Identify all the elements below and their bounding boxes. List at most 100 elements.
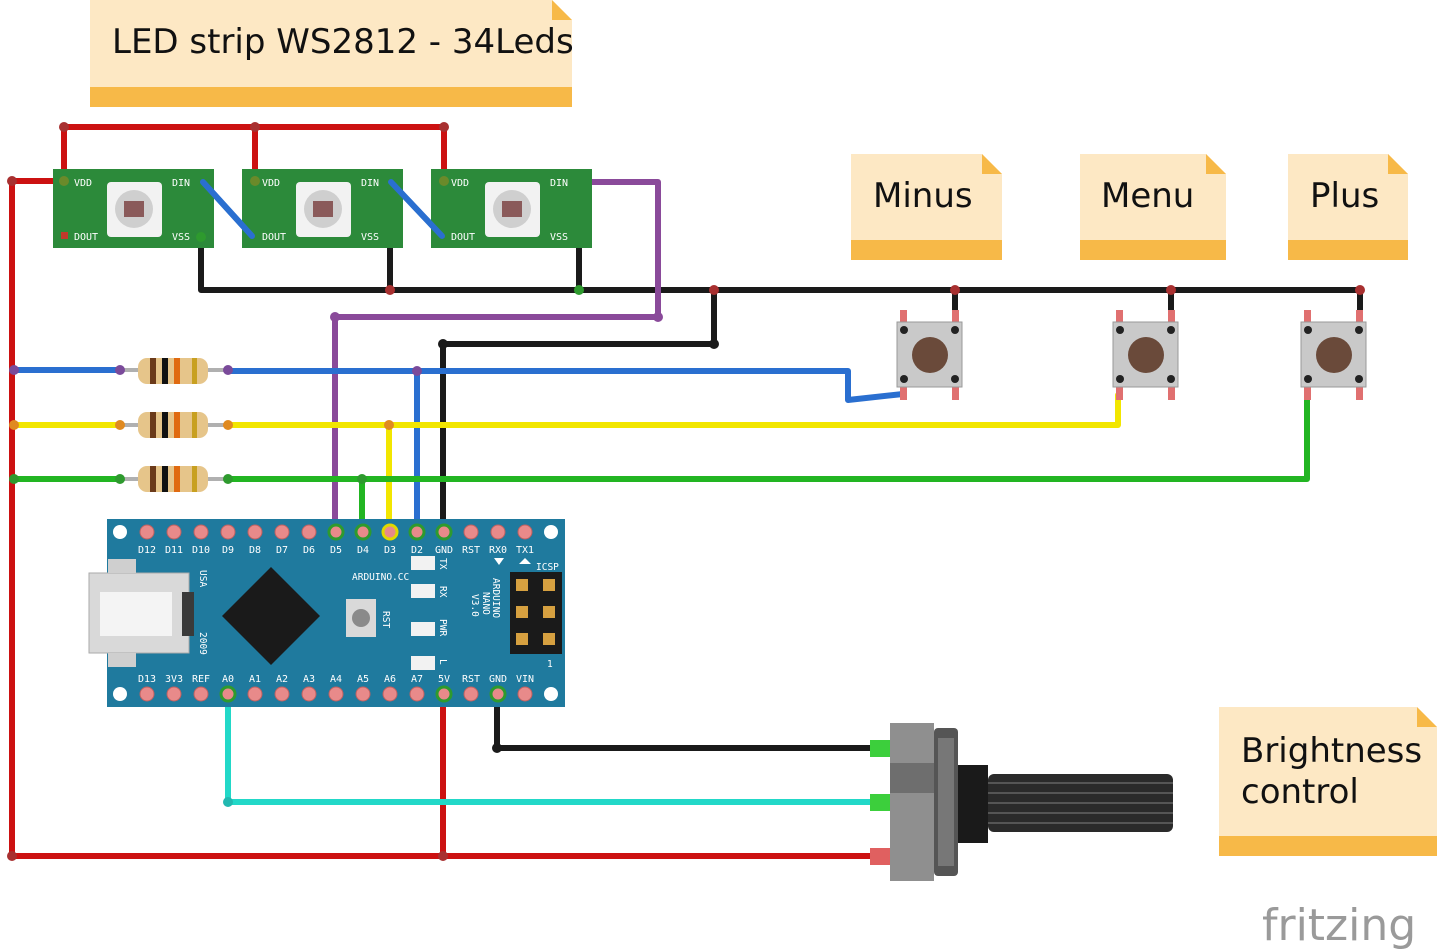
nano-top-pin-label: D9	[222, 545, 234, 556]
wire-yellow-menu[interactable]	[225, 392, 1121, 428]
nano-top-pin[interactable]	[166, 524, 182, 540]
nano-bottom-pin[interactable]	[219, 685, 237, 703]
arduino-nano[interactable]: ARDUINO.CC ICSP 1 ARDUINO NANO V3.0 USA …	[88, 519, 565, 707]
nano-bottom-pin-label: VIN	[516, 674, 534, 685]
nano-bottom-pin-label: GND	[489, 674, 507, 685]
nano-bottom-pin[interactable]	[489, 685, 507, 703]
nano-bottom-pin-label: 5V	[438, 674, 450, 685]
wire-blue-link1[interactable]	[200, 179, 255, 239]
nano-model-line1: ARDUINO	[490, 578, 501, 618]
note-brightness-line1: Brightness	[1241, 731, 1422, 771]
nano-top-pin-label: D8	[249, 545, 261, 556]
nano-top-pin[interactable]	[381, 523, 399, 541]
nano-bottom-pin[interactable]	[435, 685, 453, 703]
nano-bottom-pin[interactable]	[274, 686, 290, 702]
led3-vdd-label: VDD	[451, 178, 469, 189]
nano-bottom-pin-label: RST	[462, 674, 480, 685]
resistor-1[interactable]	[118, 358, 230, 384]
nano-bottom-pin[interactable]	[139, 686, 155, 702]
nano-bottom-pin-label: 3V3	[165, 674, 183, 685]
note-brightness-line2: control	[1241, 772, 1359, 812]
nano-bottom-pin-label: A5	[357, 674, 369, 685]
wire-black-gnd-bus[interactable]	[198, 234, 1363, 321]
nano-bottom-pin[interactable]	[382, 686, 398, 702]
led1-vdd-label: VDD	[74, 178, 92, 189]
nano-top-pin[interactable]	[435, 523, 453, 541]
nano-top-pin[interactable]	[354, 523, 372, 541]
nano-top-pin[interactable]	[274, 524, 290, 540]
led2-din-label: DIN	[361, 178, 379, 189]
nano-bottom-pin[interactable]	[166, 686, 182, 702]
nano-top-pin[interactable]	[490, 524, 506, 540]
wire-green-plus[interactable]	[225, 392, 1310, 482]
nano-bottom-pin-label: A4	[330, 674, 342, 685]
led-module-1[interactable]: VDD DIN DOUT VSS	[53, 169, 214, 248]
nano-top-pin[interactable]	[327, 523, 345, 541]
nano-top-pin-label: D11	[165, 545, 183, 556]
nano-top-pin-label: D4	[357, 545, 369, 556]
led2-vss-label: VSS	[361, 232, 379, 243]
led2-vdd-label: VDD	[262, 178, 280, 189]
wire-black-nano-gnd[interactable]	[440, 287, 717, 533]
led3-din-label: DIN	[550, 178, 568, 189]
nano-bottom-pin[interactable]	[193, 686, 209, 702]
nano-top-pin-label: D12	[138, 545, 156, 556]
nano-top-pin[interactable]	[408, 523, 426, 541]
note-minus-text: Minus	[873, 176, 973, 216]
nano-bottom-pin-label: REF	[192, 674, 210, 685]
led3-dout-label: DOUT	[451, 232, 475, 243]
nano-bottom-pin[interactable]	[301, 686, 317, 702]
nano-top-pin-label: RST	[462, 545, 480, 556]
nano-top-pin-label: D7	[276, 545, 288, 556]
note-menu[interactable]: Menu	[1080, 154, 1226, 260]
nano-bottom-pin-label: A0	[222, 674, 234, 685]
led1-dout-label: DOUT	[74, 232, 98, 243]
resistor-2[interactable]	[118, 412, 230, 438]
led-module-3[interactable]: VDD DIN DOUT VSS	[431, 169, 592, 248]
potentiometer[interactable]	[870, 723, 1173, 881]
button-minus[interactable]	[896, 310, 963, 400]
nano-bottom-pin-label: D13	[138, 674, 156, 685]
nano-bottom-pin[interactable]	[463, 686, 479, 702]
button-menu[interactable]	[1112, 310, 1179, 400]
nano-top-pin[interactable]	[517, 524, 533, 540]
note-plus-text: Plus	[1310, 176, 1379, 216]
nano-top-pin[interactable]	[463, 524, 479, 540]
nano-top-pin[interactable]	[193, 524, 209, 540]
nano-top-pin-label: D3	[384, 545, 396, 556]
nano-top-pin-label: D5	[330, 545, 342, 556]
button-plus[interactable]	[1300, 310, 1367, 400]
note-brightness[interactable]: Brightness control	[1219, 707, 1437, 856]
nano-bottom-pin[interactable]	[409, 686, 425, 702]
wire-blue-link2[interactable]	[388, 179, 445, 239]
nano-bottom-pin-label: A1	[249, 674, 261, 685]
nano-pwr: PWR	[437, 619, 448, 636]
nano-top-pin-label: GND	[435, 545, 453, 556]
nano-bottom-pin[interactable]	[328, 686, 344, 702]
nano-l: L	[437, 659, 448, 665]
junctions	[7, 122, 1365, 861]
nano-bottom-pin-label: A3	[303, 674, 315, 685]
note-minus[interactable]: Minus	[851, 154, 1002, 260]
note-plus[interactable]: Plus	[1288, 154, 1408, 260]
nano-top-pin[interactable]	[247, 524, 263, 540]
nano-tx: TX	[437, 558, 448, 570]
fritzing-watermark: fritzing	[1262, 900, 1416, 951]
nano-top-pin[interactable]	[139, 524, 155, 540]
nano-top-pin[interactable]	[301, 524, 317, 540]
nano-top-pin-label: D6	[303, 545, 315, 556]
nano-top-pin[interactable]	[220, 524, 236, 540]
note-led-strip[interactable]: LED strip WS2812 - 34Leds	[90, 0, 574, 107]
led-module-2[interactable]: VDD DIN DOUT VSS	[242, 169, 403, 248]
note-led-strip-text: LED strip WS2812 - 34Leds	[112, 22, 574, 62]
nano-bottom-pin[interactable]	[355, 686, 371, 702]
nano-year: 2009	[197, 632, 208, 655]
wire-blue-minus-b[interactable]	[225, 368, 906, 403]
nano-bottom-pin[interactable]	[247, 686, 263, 702]
nano-bottom-pin[interactable]	[517, 686, 533, 702]
nano-rst-btn: RST	[380, 611, 391, 628]
resistor-3[interactable]	[118, 466, 230, 492]
led1-din-label: DIN	[172, 178, 190, 189]
